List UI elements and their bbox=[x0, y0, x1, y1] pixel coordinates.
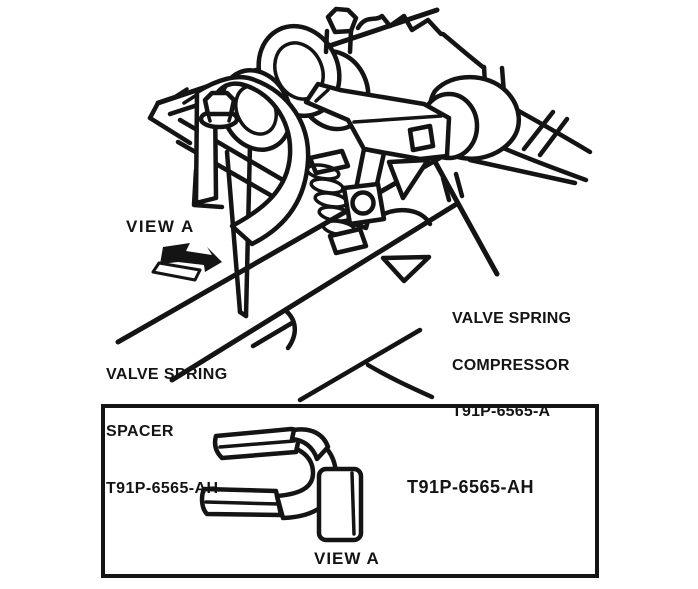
valve-spring bbox=[305, 148, 387, 256]
compressor-label: VALVE SPRING COMPRESSOR T91P-6565-A bbox=[452, 280, 571, 451]
compressor-leader-line bbox=[430, 155, 500, 277]
spacer-label-line1: VALVE SPRING bbox=[106, 366, 228, 383]
camshaft-bolt bbox=[198, 90, 240, 130]
compressor-label-line1: VALVE SPRING bbox=[452, 310, 572, 327]
compressor-label-line2: COMPRESSOR bbox=[452, 356, 570, 374]
spacer-label: VALVE SPRING SPACER T91P-6565-AH bbox=[106, 327, 228, 536]
view-a-arrow-icon bbox=[151, 243, 222, 282]
compressor-label-line3: T91P-6565-A bbox=[452, 403, 551, 420]
rocker-follower-band bbox=[193, 74, 311, 247]
inset-view-a-caption: VIEW A bbox=[314, 549, 380, 568]
inset-part-number: T91P-6565-AH bbox=[407, 477, 535, 497]
spacer-tool-drawing bbox=[199, 426, 364, 543]
view-a-label: VIEW A bbox=[126, 217, 195, 236]
inset-box bbox=[101, 404, 599, 578]
spacer-label-line2: SPACER bbox=[106, 423, 174, 440]
spacer-label-line3: T91P-6565-AH bbox=[106, 480, 219, 497]
